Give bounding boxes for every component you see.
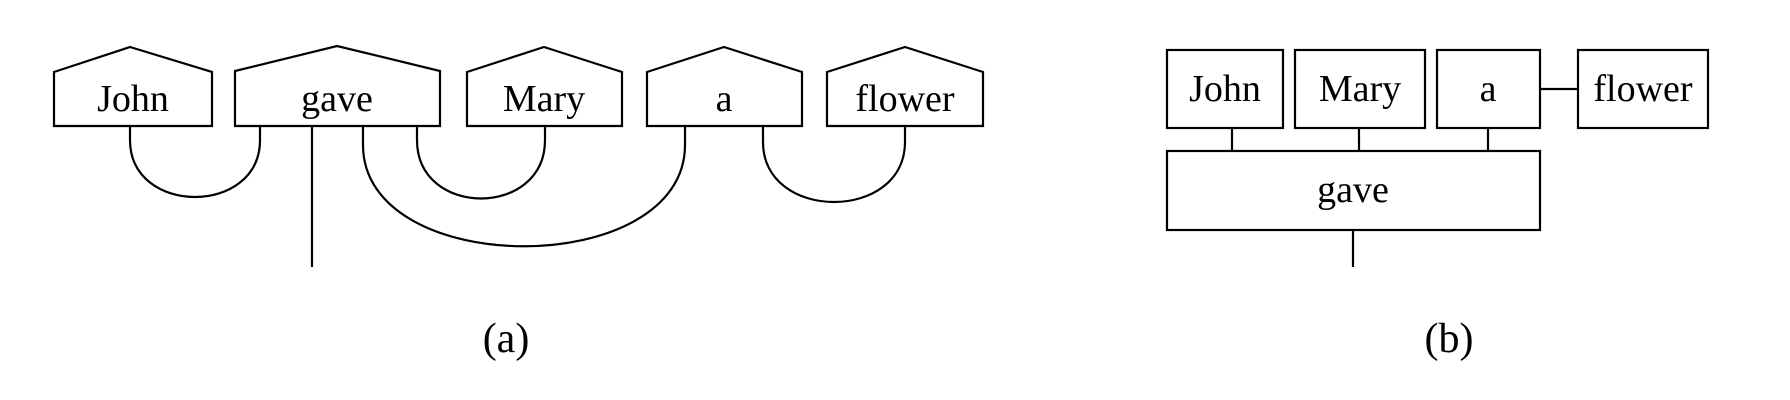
- house-mary: Mary: [465, 45, 624, 128]
- box-john-shape: [1165, 48, 1285, 130]
- box-gave-shape: [1165, 149, 1542, 232]
- house-gave-shape: [233, 44, 442, 128]
- caption-b: (b): [1425, 316, 1474, 362]
- box-mary-shape: [1293, 48, 1427, 130]
- box-gave: gave: [1165, 149, 1542, 232]
- house-flower-shape: [825, 45, 985, 128]
- house-gave: gave: [233, 44, 442, 128]
- tree-word-gave: gave: [1317, 169, 1389, 211]
- diagram-b: John Mary a flower gave (b): [1165, 48, 1710, 362]
- word-label-mary: Mary: [503, 78, 585, 120]
- house-john: John: [52, 45, 214, 128]
- box-john: John: [1165, 48, 1285, 130]
- word-label-flower: flower: [855, 78, 955, 120]
- house-a: a: [645, 45, 804, 128]
- box-flower-shape: [1576, 48, 1710, 130]
- house-flower: flower: [825, 45, 985, 128]
- tree-word-a: a: [1480, 68, 1497, 110]
- diagram-a: John gave Mary a flower (a): [52, 44, 985, 362]
- wire-gave-a-cup: [361, 126, 687, 248]
- wire-john-gave-cup: [128, 126, 262, 198]
- word-label-a: a: [716, 78, 733, 120]
- word-label-gave: gave: [301, 78, 373, 120]
- caption-a: (a): [483, 316, 530, 362]
- box-flower: flower: [1576, 48, 1710, 130]
- wire-gave-mary-cup: [415, 126, 547, 200]
- house-mary-shape: [465, 45, 624, 128]
- wire-a-flower-cup: [761, 126, 907, 204]
- box-a-shape: [1435, 48, 1542, 130]
- box-mary: Mary: [1293, 48, 1427, 130]
- word-label-john: John: [97, 78, 169, 120]
- tree-word-mary: Mary: [1319, 68, 1401, 110]
- house-a-shape: [645, 45, 804, 128]
- tree-word-john: John: [1189, 68, 1261, 110]
- tree-word-flower: flower: [1593, 68, 1693, 110]
- house-john-shape: [52, 45, 214, 128]
- box-a: a: [1435, 48, 1542, 130]
